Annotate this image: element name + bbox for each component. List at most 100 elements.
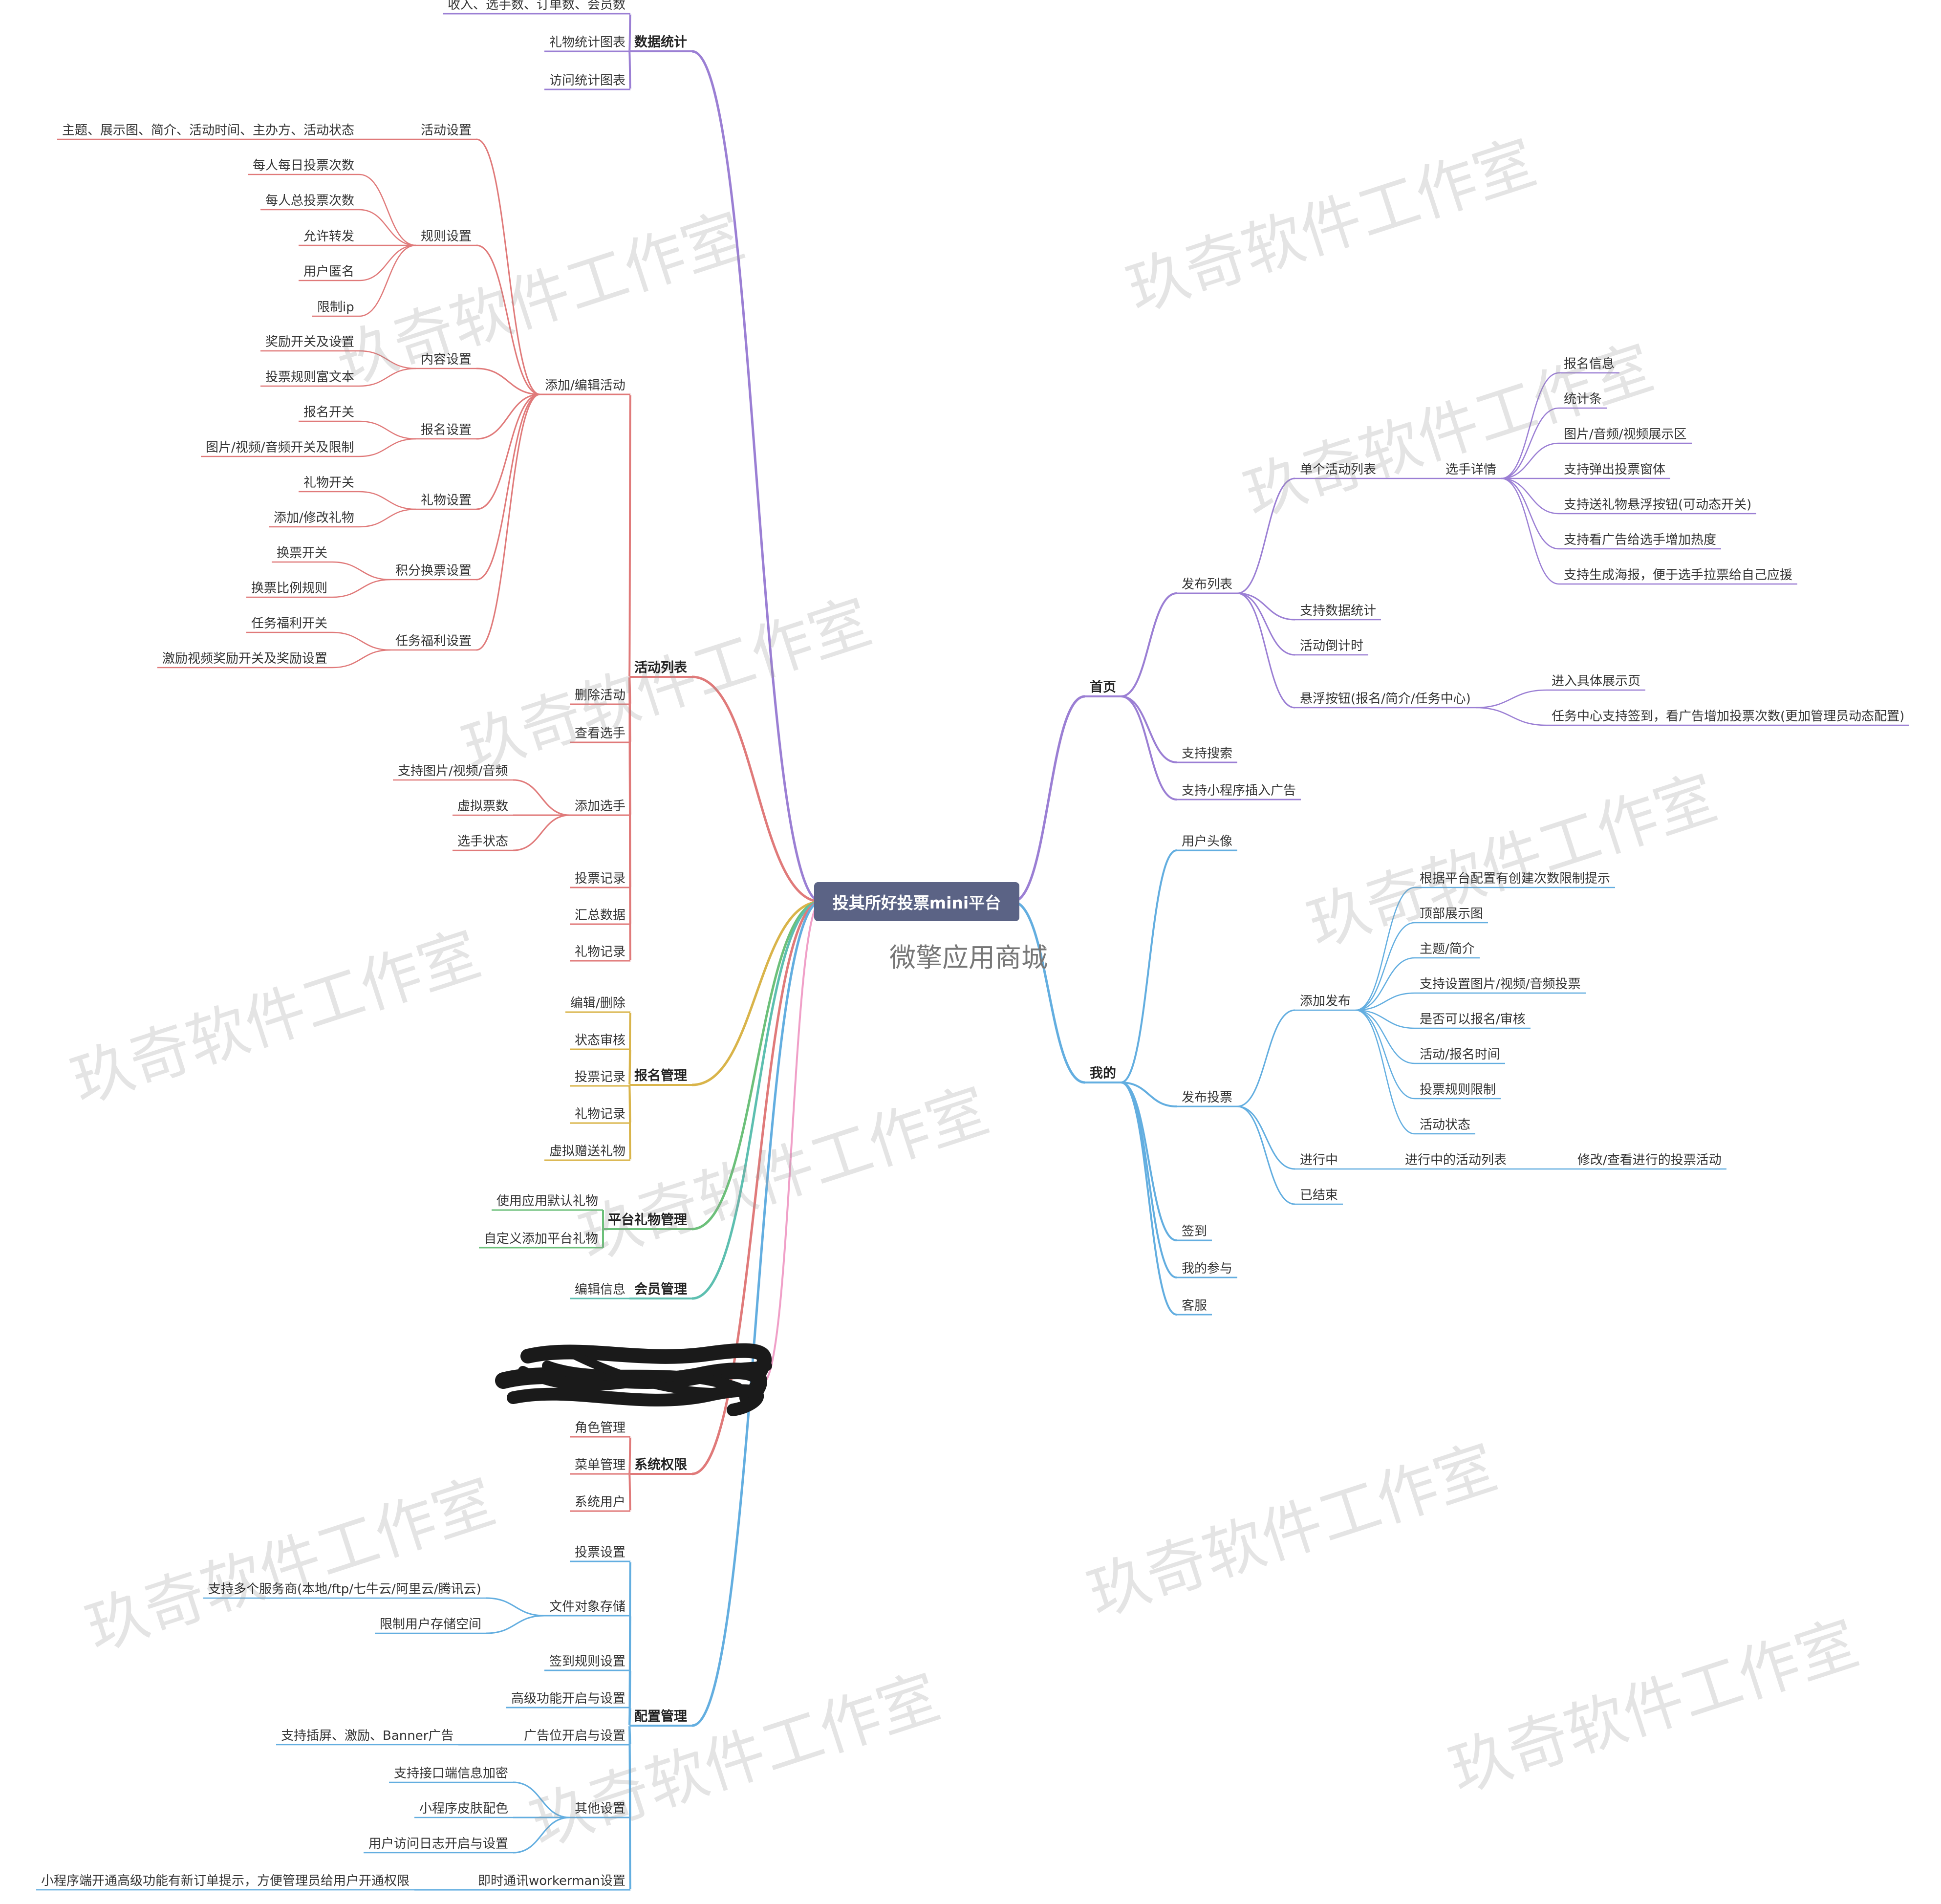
mindmap-node[interactable]: 进入具体展示页 [1552, 674, 1641, 689]
mindmap-node[interactable]: 单个活动列表 [1300, 462, 1377, 477]
mindmap-node[interactable]: 平台礼物管理 [608, 1212, 687, 1228]
mindmap-node[interactable]: 数据统计 [634, 35, 687, 50]
mindmap-node[interactable]: 支持多个服务商(本地/ftp/七牛云/阿里云/腾讯云) [208, 1582, 481, 1597]
mindmap-node[interactable]: 图片/音频/视频展示区 [1564, 427, 1687, 442]
mindmap-node[interactable]: 选手详情 [1445, 462, 1497, 477]
mindmap-node[interactable]: 虚拟赠送礼物 [549, 1144, 626, 1159]
mindmap-node[interactable]: 主题、展示图、简介、活动时间、主办方、活动状态 [62, 123, 355, 138]
mindmap-node[interactable]: 菜单管理 [575, 1458, 626, 1472]
mindmap-node[interactable]: 换票开关 [277, 546, 328, 561]
mindmap-node[interactable]: 积分换票设置 [395, 563, 472, 578]
mindmap-node[interactable]: 投票记录 [575, 871, 626, 886]
mindmap-node[interactable]: 支持小程序插入广告 [1182, 783, 1296, 798]
mindmap-node[interactable]: 我的参与 [1182, 1261, 1233, 1276]
mindmap-node[interactable]: 进行中 [1300, 1153, 1338, 1168]
mindmap-node[interactable]: 高级功能开启与设置 [511, 1691, 626, 1706]
mindmap-node[interactable]: 规则设置 [421, 229, 472, 244]
mindmap-node[interactable]: 报名开关 [303, 405, 355, 420]
mindmap-node[interactable]: 用户匿名 [303, 264, 355, 279]
mindmap-node[interactable]: 激励视频奖励开关及奖励设置 [162, 651, 328, 666]
mindmap-node[interactable]: 添加选手 [575, 799, 626, 814]
mindmap-node[interactable]: 每人总投票次数 [265, 194, 355, 208]
mindmap-node[interactable]: 活动设置 [421, 123, 472, 138]
mindmap-node[interactable]: 签到规则设置 [549, 1654, 626, 1669]
mindmap-node[interactable]: 奖励开关及设置 [265, 335, 355, 349]
mindmap-node[interactable]: 投票规则富文本 [265, 370, 355, 385]
mindmap-node[interactable]: 添加/修改礼物 [274, 511, 354, 525]
mindmap-node[interactable]: 文件对象存储 [549, 1600, 626, 1614]
mindmap-node[interactable]: 任务福利设置 [395, 634, 472, 649]
mindmap-node[interactable]: 换票比例规则 [251, 581, 328, 596]
mindmap-node[interactable]: 支持搜索 [1182, 746, 1233, 761]
mindmap-node[interactable]: 汇总数据 [575, 908, 626, 923]
mindmap-node[interactable]: 礼物记录 [575, 945, 626, 959]
mindmap-node[interactable]: 每人每日投票次数 [253, 158, 355, 173]
mindmap-node[interactable]: 根据平台配置有创建次数限制提示 [1420, 871, 1611, 886]
mindmap-node[interactable]: 任务中心支持签到，看广告增加投票次数(更加管理员动态配置) [1552, 709, 1905, 724]
mindmap-node[interactable]: 查看选手 [575, 726, 626, 741]
mindmap-node[interactable]: 悬浮按钮(报名/简介/任务中心) [1300, 692, 1471, 706]
mindmap-node[interactable]: 添加/编辑活动 [545, 378, 625, 393]
mindmap-node[interactable]: 投票设置 [575, 1545, 626, 1560]
root-node[interactable]: 投其所好投票mini平台 [814, 882, 1019, 921]
mindmap-node[interactable]: 添加发布 [1300, 994, 1351, 1009]
mindmap-node[interactable]: 报名设置 [421, 423, 472, 437]
mindmap-node[interactable]: 报名管理 [634, 1068, 687, 1083]
mindmap-node[interactable]: 小程序端开通高级功能有新订单提示，方便管理员给用户开通权限 [41, 1874, 410, 1888]
mindmap-node[interactable]: 编辑信息 [575, 1282, 626, 1297]
mindmap-node[interactable]: 状态审核 [575, 1033, 626, 1048]
mindmap-node[interactable]: 会员管理 [634, 1282, 687, 1297]
mindmap-node[interactable]: 礼物记录 [575, 1107, 626, 1122]
mindmap-node[interactable]: 报名信息 [1564, 357, 1615, 371]
mindmap-node[interactable]: 用户访问日志开启与设置 [368, 1837, 509, 1851]
mindmap-node[interactable]: 内容设置 [421, 352, 472, 367]
mindmap-node[interactable]: 角色管理 [575, 1421, 626, 1435]
mindmap-node[interactable]: 其他设置 [575, 1801, 626, 1816]
mindmap-node[interactable]: 支持插屏、激励、Banner广告 [281, 1729, 454, 1743]
mindmap-node[interactable]: 广告位开启与设置 [524, 1729, 626, 1743]
mindmap-node[interactable]: 虚拟票数 [457, 799, 509, 814]
mindmap-node[interactable]: 系统用户 [575, 1495, 626, 1510]
mindmap-node[interactable]: 支持接口端信息加密 [394, 1766, 509, 1781]
mindmap-node[interactable]: 任务福利开关 [251, 616, 328, 631]
mindmap-node[interactable]: 限制用户存储空间 [380, 1617, 482, 1632]
mindmap-node[interactable]: 活动/报名时间 [1420, 1047, 1500, 1062]
mindmap-node[interactable]: 系统权限 [634, 1457, 687, 1472]
mindmap-node[interactable]: 收入、选手数、订单数、会员数 [448, 0, 626, 12]
mindmap-node[interactable]: 支持数据统计 [1300, 604, 1377, 618]
mindmap-node[interactable]: 编辑/删除 [570, 996, 625, 1011]
mindmap-node[interactable]: 自定义添加平台礼物 [484, 1232, 599, 1246]
mindmap-node[interactable]: 支持看广告给选手增加热度 [1564, 533, 1717, 547]
mindmap-node[interactable]: 选手状态 [457, 834, 509, 849]
mindmap-node[interactable]: 配置管理 [634, 1709, 687, 1724]
mindmap-node[interactable]: 客服 [1182, 1298, 1208, 1313]
mindmap-node[interactable]: 活动状态 [1420, 1118, 1471, 1132]
mindmap-node[interactable]: 已结束 [1300, 1188, 1338, 1203]
mindmap-node[interactable]: 投票记录 [575, 1070, 626, 1084]
mindmap-node[interactable]: 访问统计图表 [549, 73, 626, 88]
mindmap-node[interactable]: 投票规则限制 [1420, 1082, 1496, 1097]
mindmap-node[interactable]: 限制ip [317, 300, 354, 315]
mindmap-node[interactable]: 统计条 [1564, 392, 1602, 407]
mindmap-node[interactable]: 删除活动 [575, 688, 626, 703]
mindmap-node[interactable]: 礼物统计图表 [549, 35, 626, 50]
mindmap-node[interactable]: 小程序皮肤配色 [419, 1801, 509, 1816]
mindmap-node[interactable]: 发布投票 [1182, 1090, 1233, 1105]
mindmap-node[interactable]: 即时通讯workerman设置 [478, 1874, 625, 1888]
mindmap-node[interactable]: 支持设置图片/视频/音频投票 [1420, 977, 1581, 992]
mindmap-node[interactable]: 礼物开关 [303, 476, 355, 490]
mindmap-node[interactable]: 活动倒计时 [1300, 639, 1364, 653]
mindmap-node[interactable]: 支持弹出投票窗体 [1564, 462, 1666, 477]
mindmap-node[interactable]: 用户头像 [1182, 834, 1233, 849]
mindmap-node[interactable]: 是否可以报名/审核 [1420, 1012, 1526, 1027]
mindmap-node[interactable]: 签到 [1182, 1224, 1208, 1239]
mindmap-node[interactable]: 首页 [1090, 680, 1116, 695]
mindmap-node[interactable]: 修改/查看进行的投票活动 [1577, 1153, 1722, 1168]
mindmap-node[interactable]: 我的 [1090, 1066, 1116, 1081]
mindmap-node[interactable]: 顶部展示图 [1420, 907, 1484, 921]
mindmap-node[interactable]: 支持生成海报，便于选手拉票给自己应援 [1564, 568, 1793, 583]
mindmap-node[interactable]: 支持图片/视频/音频 [398, 764, 508, 779]
mindmap-node[interactable]: 活动列表 [634, 660, 687, 675]
mindmap-node[interactable]: 礼物设置 [421, 493, 472, 508]
mindmap-node[interactable]: 允许转发 [303, 229, 355, 244]
